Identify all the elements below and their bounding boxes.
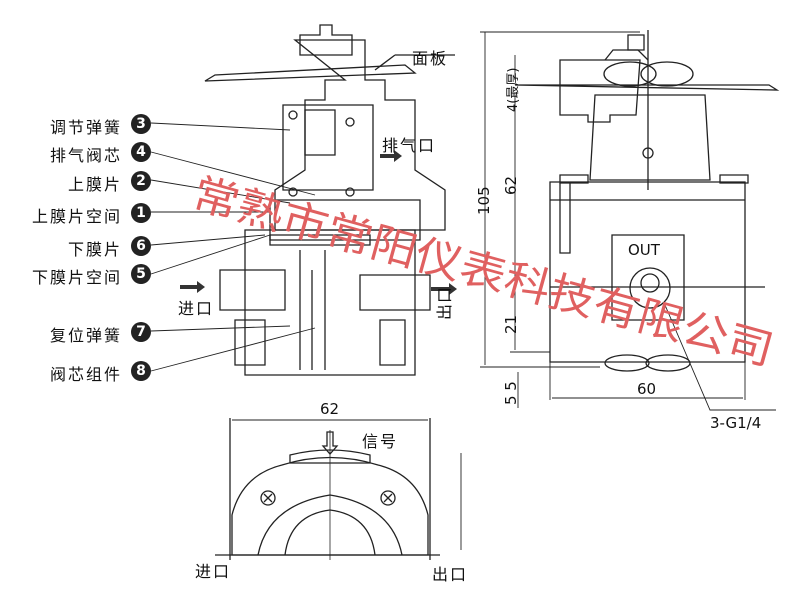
part-label: 阀芯组件 — [49, 365, 122, 384]
part-label: 排气阀芯 — [49, 146, 122, 165]
dim-panel-thickness: 4(最厚) — [506, 67, 521, 112]
screw-icon — [260, 490, 276, 506]
out-port — [629, 267, 671, 309]
adjust-knob — [299, 24, 353, 56]
dim-lower-height: 21 — [502, 314, 520, 334]
exhaust-port-label: 排气口 — [382, 136, 437, 155]
bottom-outlet-label: 出口 — [432, 565, 469, 584]
signal-port-label: 信号 — [362, 432, 399, 451]
part-label: 复位弹簧 — [49, 326, 122, 345]
part-label: 下膜片空间 — [31, 268, 122, 287]
inlet-arrow-icon — [180, 281, 205, 293]
dim-thread: 3-G1/4 — [710, 414, 762, 432]
part-number-badge: 6 — [131, 236, 151, 256]
dim-total-height: 105 — [475, 186, 493, 215]
panel — [204, 64, 417, 82]
bottom-view — [215, 418, 462, 560]
signal-arrow-icon — [321, 431, 339, 455]
out-port-face — [611, 234, 685, 321]
leader-lines — [150, 122, 316, 372]
bottom-inlet-label: 进口 — [195, 562, 232, 581]
dimension-lines — [480, 31, 776, 411]
exhaust-arrow-icon — [380, 150, 402, 162]
part-number-badge: 4 — [131, 142, 151, 162]
part-number-badge: 2 — [131, 171, 151, 191]
spring-chamber — [282, 104, 374, 191]
part-number-badge: 3 — [131, 114, 151, 134]
part-label: 上膜片空间 — [31, 207, 122, 226]
part-label: 调节弹簧 — [49, 118, 122, 137]
part-label: 下膜片 — [67, 240, 122, 259]
inlet-port-label: 进口 — [178, 299, 215, 318]
part-number-badge: 7 — [131, 322, 151, 342]
out-marking: OUT — [628, 241, 660, 259]
part-number-badge: 5 — [131, 264, 151, 284]
valve-body — [244, 229, 416, 376]
outlet-port-label: 出口 — [435, 285, 454, 320]
side-panel — [514, 84, 780, 91]
screw-icon — [380, 490, 396, 506]
front-section-view — [204, 24, 455, 376]
dim-width: 60 — [637, 380, 657, 398]
part-label: 上膜片 — [67, 175, 122, 194]
panel-label: 面板 — [412, 49, 449, 68]
panel-leader — [374, 54, 455, 71]
outlet-arrow-icon — [431, 283, 457, 295]
bonnet-outline — [274, 39, 446, 231]
part-number-badge: 8 — [131, 361, 151, 381]
dim-bottom-width: 62 — [320, 400, 340, 418]
part-number-badge: 1 — [131, 203, 151, 223]
spring-seat — [304, 109, 336, 156]
diaphragm-block — [269, 199, 421, 241]
dim-upper-height: 62 — [502, 175, 520, 195]
dim-bottom: 5 5 — [502, 381, 520, 405]
flow-arrows — [180, 150, 457, 295]
